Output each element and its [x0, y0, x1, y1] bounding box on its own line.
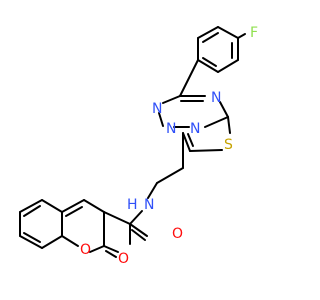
bond-inner	[23, 232, 41, 243]
bond	[217, 59, 239, 73]
bond	[197, 26, 219, 39]
fluorine-atom: F	[250, 25, 258, 41]
coumarin-core	[19, 199, 119, 258]
bond	[162, 95, 181, 104]
sulfur-atom: S	[224, 137, 233, 153]
triazole-nitrogen-left-2: N	[166, 121, 176, 137]
molecule-canvas: F N N N N S N H O	[0, 0, 300, 300]
background	[0, 0, 300, 300]
bond	[217, 26, 239, 39]
bond	[61, 235, 79, 247]
structure-diagram: F N N N N S N H O	[0, 0, 300, 300]
bond	[19, 199, 43, 213]
bond	[89, 245, 105, 253]
bond	[182, 132, 191, 152]
bond	[189, 149, 223, 152]
bond-inner	[23, 205, 41, 217]
bond-to-coumarin	[103, 211, 131, 225]
carbonyl-oxygen: O	[172, 226, 183, 242]
triazole-nitrogen-left: N	[152, 101, 162, 117]
ethyl-linker	[147, 132, 184, 199]
fluorophenyl-ring	[197, 26, 246, 73]
bond	[83, 199, 105, 213]
bond	[129, 210, 143, 225]
bond-inner	[65, 206, 83, 217]
bond-carbonyl	[129, 223, 148, 237]
bond-lactone	[103, 245, 119, 253]
amide-group	[103, 210, 148, 245]
bond	[61, 199, 85, 213]
bond-inner	[187, 133, 194, 147]
ring-oxygen: O	[80, 242, 91, 258]
bond	[219, 101, 229, 118]
triazolothiazole-ring	[158, 95, 231, 152]
bond-phenyl-triazole	[179, 59, 199, 97]
bond	[147, 182, 158, 199]
bond	[197, 59, 219, 73]
triazole-nitrogen-top: N	[211, 90, 221, 106]
triazole-bridge-nitrogen: N	[190, 121, 200, 137]
bond	[19, 235, 43, 249]
bond	[41, 235, 63, 249]
bond-inner	[202, 57, 217, 67]
bond	[156, 167, 184, 184]
bond	[41, 199, 63, 213]
bond	[158, 112, 164, 127]
bond-inner	[202, 32, 219, 43]
amide-nitrogen: N	[144, 197, 154, 213]
lactone-oxygen: O	[118, 251, 129, 267]
bond-to-sulfur	[227, 116, 231, 134]
bond-carbonyl-inner	[131, 229, 146, 241]
bond	[204, 116, 229, 128]
amide-hydrogen: H	[127, 197, 138, 213]
bond-lactone-inner	[105, 250, 117, 258]
bond-to-fluorine	[237, 33, 246, 39]
